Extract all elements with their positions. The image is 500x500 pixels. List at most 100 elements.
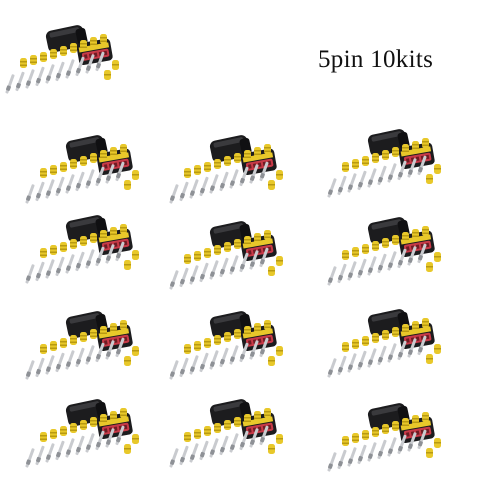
connector-kit-drawing — [327, 129, 441, 198]
connector-kit — [25, 212, 140, 288]
crimp-terminal-icon — [55, 176, 65, 197]
wire-seal-icon — [412, 229, 419, 239]
wire-seal-icon — [254, 233, 261, 243]
wire-seal-icon — [184, 168, 191, 178]
crimp-terminal-icon — [327, 452, 337, 472]
connector-kit — [327, 306, 442, 382]
wire-seal-icon — [402, 324, 409, 334]
crimp-terminal-icon — [357, 170, 367, 191]
crimp-terminal-icon — [45, 355, 55, 375]
crimp-terminal-icon — [45, 259, 55, 279]
wire-seal-icon — [80, 420, 87, 430]
crimp-terminal-icon — [35, 445, 45, 466]
crimp-terminal-icon — [85, 345, 95, 365]
wire-seal-icon — [60, 338, 67, 348]
wire-seal-icon — [70, 159, 77, 169]
crimp-terminal-icon — [35, 66, 45, 87]
crimp-terminal-icon — [229, 345, 239, 365]
wire-seal-icon — [426, 174, 433, 184]
crimp-terminal-icon — [95, 430, 105, 451]
wire-seal-icon — [60, 46, 67, 56]
wire-seal-icon — [224, 156, 231, 166]
crimp-terminal-icon — [209, 174, 219, 194]
wire-seal-icon — [70, 43, 77, 53]
connector-kit-drawing — [25, 399, 139, 468]
crimp-terminal-icon — [55, 61, 65, 82]
wire-seal-icon — [372, 241, 379, 251]
wire-seal-icon — [132, 434, 139, 444]
wire-seal-icon — [342, 342, 349, 352]
connector-kit — [25, 396, 140, 472]
wire-seal-icon — [120, 224, 127, 234]
wire-seal-icon — [90, 233, 97, 243]
connector-kit-drawing — [327, 403, 441, 472]
crimp-terminal-icon — [169, 270, 179, 290]
crimp-terminal-icon — [357, 258, 367, 279]
crimp-terminal-icon — [105, 244, 115, 264]
connector-kit — [169, 396, 284, 472]
crimp-terminal-icon — [209, 350, 219, 370]
wire-seal-icon — [132, 346, 139, 356]
crimp-terminal-icon — [219, 347, 229, 368]
product-title: 5pin 10kits — [318, 46, 434, 73]
wire-seal-icon — [402, 232, 409, 242]
connector-kit — [327, 126, 442, 202]
wire-seal-icon — [372, 427, 379, 437]
wire-seal-icon — [100, 150, 107, 160]
wire-seal-icon — [110, 227, 117, 237]
crimp-terminal-icon — [189, 265, 199, 285]
crimp-terminal-icon — [199, 262, 209, 283]
wire-seal-icon — [372, 333, 379, 343]
connector-kit-drawing — [25, 215, 139, 284]
wire-seal-icon — [60, 242, 67, 252]
wire-seal-icon — [40, 432, 47, 442]
crimp-terminal-icon — [169, 184, 179, 204]
wire-seal-icon — [50, 165, 57, 175]
wire-seal-icon — [434, 344, 441, 354]
wire-seal-icon — [434, 438, 441, 448]
crimp-terminal-icon — [249, 164, 259, 184]
connector-kit — [327, 400, 442, 476]
wire-seal-icon — [392, 421, 399, 431]
crimp-terminal-icon — [105, 428, 115, 448]
wire-seal-icon — [362, 244, 369, 254]
crimp-terminal-icon — [347, 261, 357, 281]
wire-seal-icon — [30, 55, 37, 65]
crimp-terminal-icon — [347, 353, 357, 373]
crimp-terminal-icon — [25, 69, 35, 89]
crimp-terminal-icon — [65, 438, 75, 458]
wire-seal-icon — [40, 344, 47, 354]
connector-kit-drawing — [25, 311, 139, 380]
crimp-terminal-icon — [25, 360, 35, 380]
wire-seal-icon — [90, 329, 97, 339]
wire-seal-icon — [80, 236, 87, 246]
crimp-terminal-icon — [199, 352, 209, 373]
wire-seal-icon — [194, 251, 201, 261]
crimp-terminal-icon — [397, 248, 407, 269]
crimp-terminal-icon — [367, 442, 377, 462]
crimp-terminal-icon — [25, 264, 35, 284]
crimp-terminal-icon — [95, 246, 105, 267]
wire-seal-icon — [132, 250, 139, 260]
crimp-terminal-icon — [407, 338, 417, 358]
wire-seal-icon — [264, 408, 271, 418]
crimp-terminal-icon — [15, 71, 25, 92]
wire-seal-icon — [184, 254, 191, 264]
crimp-terminal-icon — [229, 169, 239, 189]
crimp-terminal-icon — [179, 445, 189, 466]
crimp-terminal-icon — [189, 179, 199, 199]
crimp-terminal-icon — [105, 164, 115, 184]
wire-seal-icon — [224, 242, 231, 252]
connector-kit — [169, 132, 284, 208]
crimp-terminal-icon — [189, 443, 199, 463]
crimp-terminal-icon — [387, 343, 397, 363]
crimp-terminal-icon — [397, 434, 407, 455]
crimp-terminal-icon — [397, 160, 407, 181]
crimp-terminal-icon — [337, 263, 347, 284]
crimp-terminal-icon — [169, 360, 179, 380]
connector-kit-drawing — [327, 217, 441, 286]
wire-seal-icon — [194, 341, 201, 351]
crimp-terminal-icon — [377, 253, 387, 274]
wire-seal-icon — [70, 335, 77, 345]
